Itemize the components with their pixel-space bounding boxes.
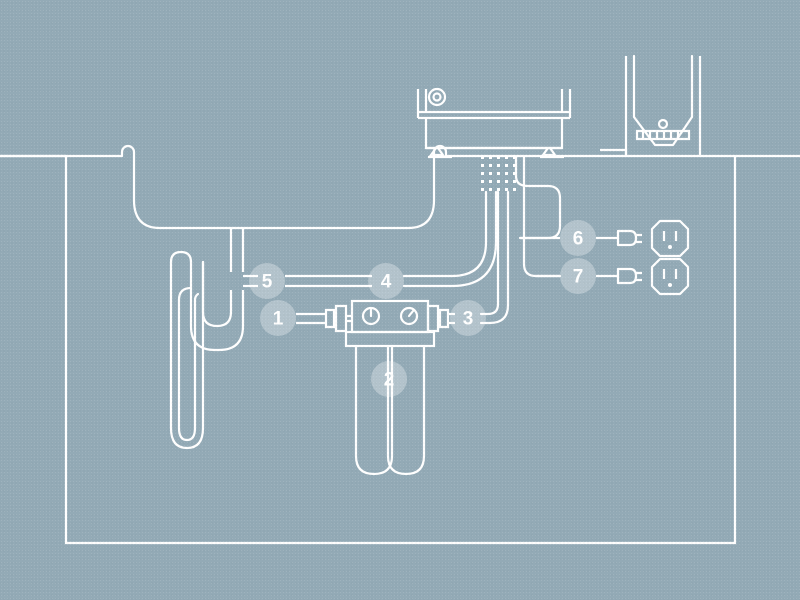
dispenser-appliance (600, 54, 702, 156)
callout-6[interactable]: 6 (560, 220, 596, 256)
callout-7-label: 7 (573, 267, 584, 288)
filtered-water-outlet-tube (426, 190, 510, 333)
callout-1-label: 1 (273, 309, 284, 330)
power-plug-upper (616, 229, 642, 247)
callout-1[interactable]: 1 (260, 300, 296, 336)
wall-outlet-upper (650, 219, 690, 258)
appliance-supply-line (514, 155, 550, 188)
callout-4-label: 4 (381, 272, 392, 293)
callout-3-label: 3 (463, 309, 474, 330)
callout-6-label: 6 (573, 229, 584, 250)
power-plug-lower (616, 267, 642, 285)
callout-5-label: 5 (262, 272, 273, 293)
p-trap-drain (169, 250, 245, 450)
filter-cartridge-housings (354, 344, 426, 476)
callout-2[interactable]: 2 (371, 361, 407, 397)
callout-3[interactable]: 3 (450, 300, 486, 336)
drain-saddle-tee-connection (243, 274, 372, 288)
callout-2-label: 2 (384, 370, 395, 391)
sink-basin (64, 144, 514, 262)
callout-7[interactable]: 7 (560, 258, 596, 294)
cold-water-inlet-tube (296, 304, 352, 333)
callout-5[interactable]: 5 (249, 263, 285, 299)
callout-badges: 1 2 3 4 5 6 (249, 220, 596, 397)
countertop-appliance (416, 87, 572, 159)
lower-power-cord-and-outlet (522, 178, 690, 296)
filter-manifold-head (344, 299, 436, 348)
perforation-grid (481, 156, 516, 191)
upper-power-cord-and-outlet (518, 184, 690, 258)
wall-outlet-lower (650, 257, 690, 296)
callout-4[interactable]: 4 (368, 263, 404, 299)
faucet-supply-line (402, 190, 498, 288)
cabinet-enclosure (64, 156, 737, 545)
